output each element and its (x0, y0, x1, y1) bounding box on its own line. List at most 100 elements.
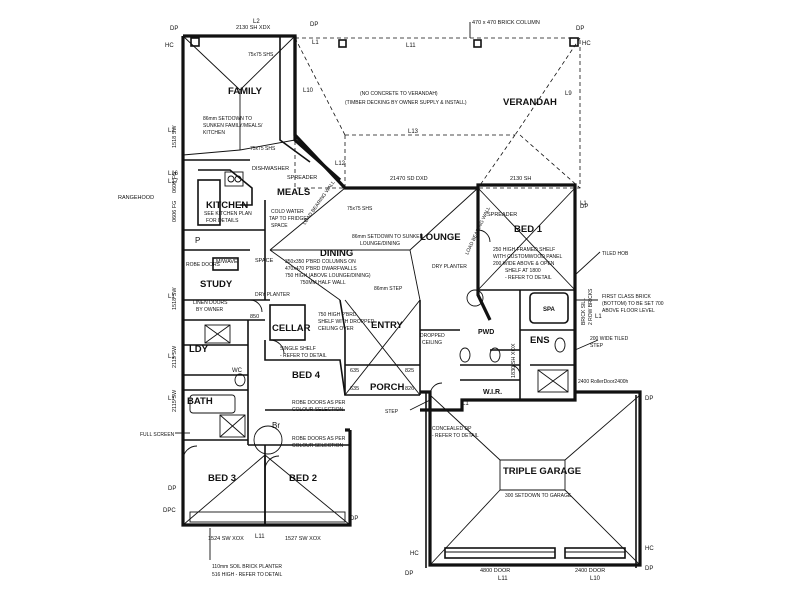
svg-text:L1: L1 (580, 201, 587, 207)
svg-text:LOUNGE/DINING: LOUNGE/DINING (360, 241, 400, 247)
annotations: 470 x 470 BRICK COLUMN (NO CONCRETE TO V… (118, 20, 664, 578)
svg-text:BRICK SILL: BRICK SILL (581, 298, 587, 325)
svg-text:SPREADER: SPREADER (287, 175, 317, 181)
svg-text:470 x 470 BRICK COLUMN: 470 x 470 BRICK COLUMN (472, 20, 540, 26)
svg-text:L1: L1 (312, 40, 319, 46)
svg-text:HC: HC (410, 551, 419, 557)
svg-text:- REFER TO DETAIL: - REFER TO DETAIL (280, 353, 327, 359)
room-entry: ENTRY (371, 320, 404, 331)
svg-text:826: 826 (405, 386, 414, 392)
room-wir: W.I.R. (483, 389, 502, 396)
svg-text:1518 SW: 1518 SW (172, 125, 178, 148)
svg-text:635: 635 (350, 386, 359, 392)
room-lounge: LOUNGE (420, 232, 461, 243)
svg-text:86mm SETDOWN TO SUNKEN: 86mm SETDOWN TO SUNKEN (352, 234, 424, 240)
svg-text:750 HIGH P'BRD: 750 HIGH P'BRD (318, 312, 357, 318)
svg-text:750MM HALF WALL: 750MM HALF WALL (300, 280, 346, 286)
room-verandah: VERANDAH (503, 97, 557, 108)
room-spa: SPA (543, 307, 556, 313)
room-bath: BATH (187, 396, 213, 407)
svg-text:CEILING: CEILING (422, 340, 442, 346)
svg-text:(NO CONCRETE TO VERANDAH): (NO CONCRETE TO VERANDAH) (360, 91, 438, 97)
svg-text:FIRST CLASS BRICK: FIRST CLASS BRICK (602, 294, 651, 300)
svg-text:KITCHEN: KITCHEN (203, 130, 225, 136)
svg-text:DP: DP (645, 566, 653, 572)
svg-text:DP: DP (170, 26, 178, 32)
svg-text:(TIMBER DECKING BY OWNER SUPPL: (TIMBER DECKING BY OWNER SUPPLY & INSTAL… (345, 100, 467, 106)
fixtures (182, 171, 569, 471)
room-porch: PORCH (370, 382, 404, 393)
markers: DP HC DP DP HC DP DP HC DP DP HC DPC DP … (163, 19, 654, 582)
svg-text:2115 SW: 2115 SW (172, 389, 178, 412)
svg-text:4800 DOOR: 4800 DOOR (480, 568, 510, 574)
svg-text:200 WIDE TILED: 200 WIDE TILED (590, 336, 629, 342)
room-bed3: BED 3 (208, 473, 236, 484)
svg-text:86mm STEP: 86mm STEP (374, 286, 403, 292)
svg-text:0606 FG: 0606 FG (172, 172, 178, 193)
svg-text:- REFER TO DETAIL: - REFER TO DETAIL (505, 275, 552, 281)
brick-columns (190, 37, 579, 48)
svg-text:BY OWNER: BY OWNER (196, 307, 224, 313)
room-labels: FAMILY MEALS KITCHEN STUDY DINING LOUNGE… (187, 86, 581, 484)
svg-text:SPACE: SPACE (255, 258, 274, 264)
svg-text:TILED HOB: TILED HOB (602, 251, 629, 257)
svg-text:2130 SH: 2130 SH (510, 176, 531, 182)
svg-text:FULL SCREEN: FULL SCREEN (140, 432, 175, 438)
svg-text:RANGEHOOD: RANGEHOOD (118, 195, 154, 201)
svg-text:DPC: DPC (163, 508, 176, 514)
room-bed2: BED 2 (289, 473, 317, 484)
svg-text:21470 SD DXD: 21470 SD DXD (390, 176, 428, 182)
svg-text:516 HIGH - REFER TO DETAIL: 516 HIGH - REFER TO DETAIL (212, 572, 283, 578)
room-dining: DINING (320, 248, 353, 259)
svg-text:CEILING OVER: CEILING OVER (318, 326, 354, 332)
room-pantry: P (195, 236, 200, 245)
svg-text:SHELF WITH DROPPED: SHELF WITH DROPPED (318, 319, 375, 325)
svg-text:1524 SW XOX: 1524 SW XOX (208, 536, 244, 542)
svg-text:200 WIDE ABOVE & OPEN: 200 WIDE ABOVE & OPEN (493, 261, 555, 267)
svg-text:635: 635 (350, 368, 359, 374)
svg-text:L2: L2 (253, 19, 260, 25)
svg-text:SUNKEN FAMILY/MEALS/: SUNKEN FAMILY/MEALS/ (203, 123, 263, 129)
room-bed4: BED 4 (292, 370, 321, 381)
svg-text:DP: DP (645, 396, 653, 402)
room-garage: TRIPLE GARAGE (503, 466, 581, 477)
svg-text:L12: L12 (335, 161, 346, 167)
svg-text:L1: L1 (462, 401, 469, 407)
svg-text:CONCEALED DP: CONCEALED DP (432, 426, 472, 432)
svg-text:250 HIGH FRAMED SHELF: 250 HIGH FRAMED SHELF (493, 247, 555, 253)
svg-text:110mm SOIL BRICK PLANTER: 110mm SOIL BRICK PLANTER (212, 564, 282, 570)
room-ens: ENS (530, 335, 550, 346)
svg-text:M/WAVE: M/WAVE (216, 259, 238, 265)
room-meals: MEALS (277, 187, 310, 198)
svg-text:DP: DP (350, 516, 358, 522)
room-wc: WC (232, 368, 243, 374)
svg-text:ROBE DOORS AS PER: ROBE DOORS AS PER (292, 400, 346, 406)
svg-text:300 SETDOWN TO GARAGE: 300 SETDOWN TO GARAGE (505, 493, 572, 499)
svg-text:TAP TO FRIDGE: TAP TO FRIDGE (269, 216, 307, 222)
svg-text:HC: HC (645, 546, 654, 552)
svg-text:L16: L16 (168, 171, 179, 177)
svg-text:470x470 P'BRD DWARFWALLS: 470x470 P'BRD DWARFWALLS (285, 266, 357, 272)
ceiling-lines (182, 35, 576, 526)
leader-lines (175, 22, 601, 560)
svg-text:DP: DP (576, 26, 584, 32)
svg-text:L9: L9 (565, 91, 572, 97)
svg-text:DP: DP (580, 204, 588, 210)
svg-text:SHELF AT 1800: SHELF AT 1800 (505, 268, 541, 274)
svg-text:86mm SETDOWN TO: 86mm SETDOWN TO (203, 116, 252, 122)
svg-text:L1: L1 (595, 314, 602, 320)
room-ldy: LDY (189, 344, 209, 355)
room-pwd: PWD (478, 329, 494, 336)
svg-text:L10: L10 (590, 576, 601, 582)
svg-text:(BOTTOM) TO BE SET 700: (BOTTOM) TO BE SET 700 (602, 301, 664, 307)
svg-text:2 ROW BRICKS: 2 ROW BRICKS (588, 288, 594, 325)
svg-text:STEP: STEP (590, 343, 604, 349)
svg-text:SPACE: SPACE (271, 223, 288, 229)
svg-text:COLOUR SELECTION: COLOUR SELECTION (292, 443, 344, 449)
svg-text:SINGLE SHELF: SINGLE SHELF (280, 346, 316, 352)
svg-text:75x75 SHS: 75x75 SHS (248, 52, 274, 58)
garage-structure (420, 390, 642, 568)
svg-text:COLOUR SELECTION: COLOUR SELECTION (292, 407, 344, 413)
room-family: FAMILY (228, 86, 263, 97)
